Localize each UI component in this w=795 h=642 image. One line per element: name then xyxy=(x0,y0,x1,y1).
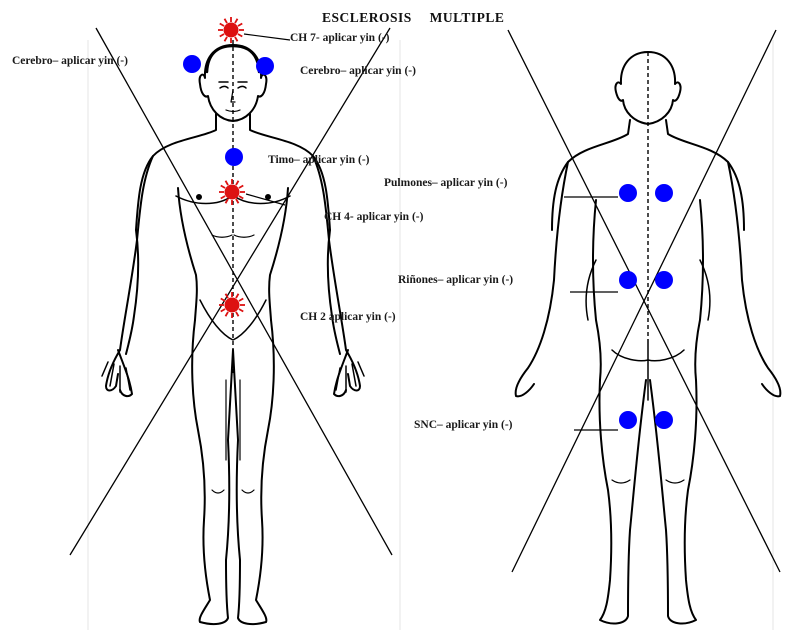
label-timo: Timo– aplicar yin (-) xyxy=(268,154,369,167)
blue-dot-icon xyxy=(655,184,673,202)
red-sun-icon xyxy=(219,292,245,318)
blue-dot-icon xyxy=(225,148,243,166)
blue-dot-icon xyxy=(183,55,201,73)
leader-ch7 xyxy=(244,34,290,40)
label-pulmones: Pulmones– aplicar yin (-) xyxy=(384,177,507,190)
blue-points xyxy=(183,55,673,429)
label-ch2: CH 2 aplicar yin (-) xyxy=(300,311,396,324)
blue-dot-icon xyxy=(256,57,274,75)
red-sun-icon xyxy=(218,17,244,43)
blue-dot-icon xyxy=(619,184,637,202)
blue-dot-icon xyxy=(619,271,637,289)
label-cerebro-left: Cerebro– aplicar yin (-) xyxy=(12,55,128,68)
label-snc: SNC– aplicar yin (-) xyxy=(414,419,513,432)
label-rinones: Riñones– aplicar yin (-) xyxy=(398,274,513,287)
label-ch7: CH 7- aplicar yin (-) xyxy=(290,32,389,45)
blue-dot-icon xyxy=(655,271,673,289)
front-cross-line-a xyxy=(96,28,392,555)
blue-dot-icon xyxy=(655,411,673,429)
blue-dot-icon xyxy=(619,411,637,429)
label-ch4: CH 4- aplicar yin (-) xyxy=(324,211,423,224)
diagram-title: ESCLEROSIS MULTIPLE xyxy=(322,10,504,26)
label-cerebro-right: Cerebro– aplicar yin (-) xyxy=(300,65,416,78)
